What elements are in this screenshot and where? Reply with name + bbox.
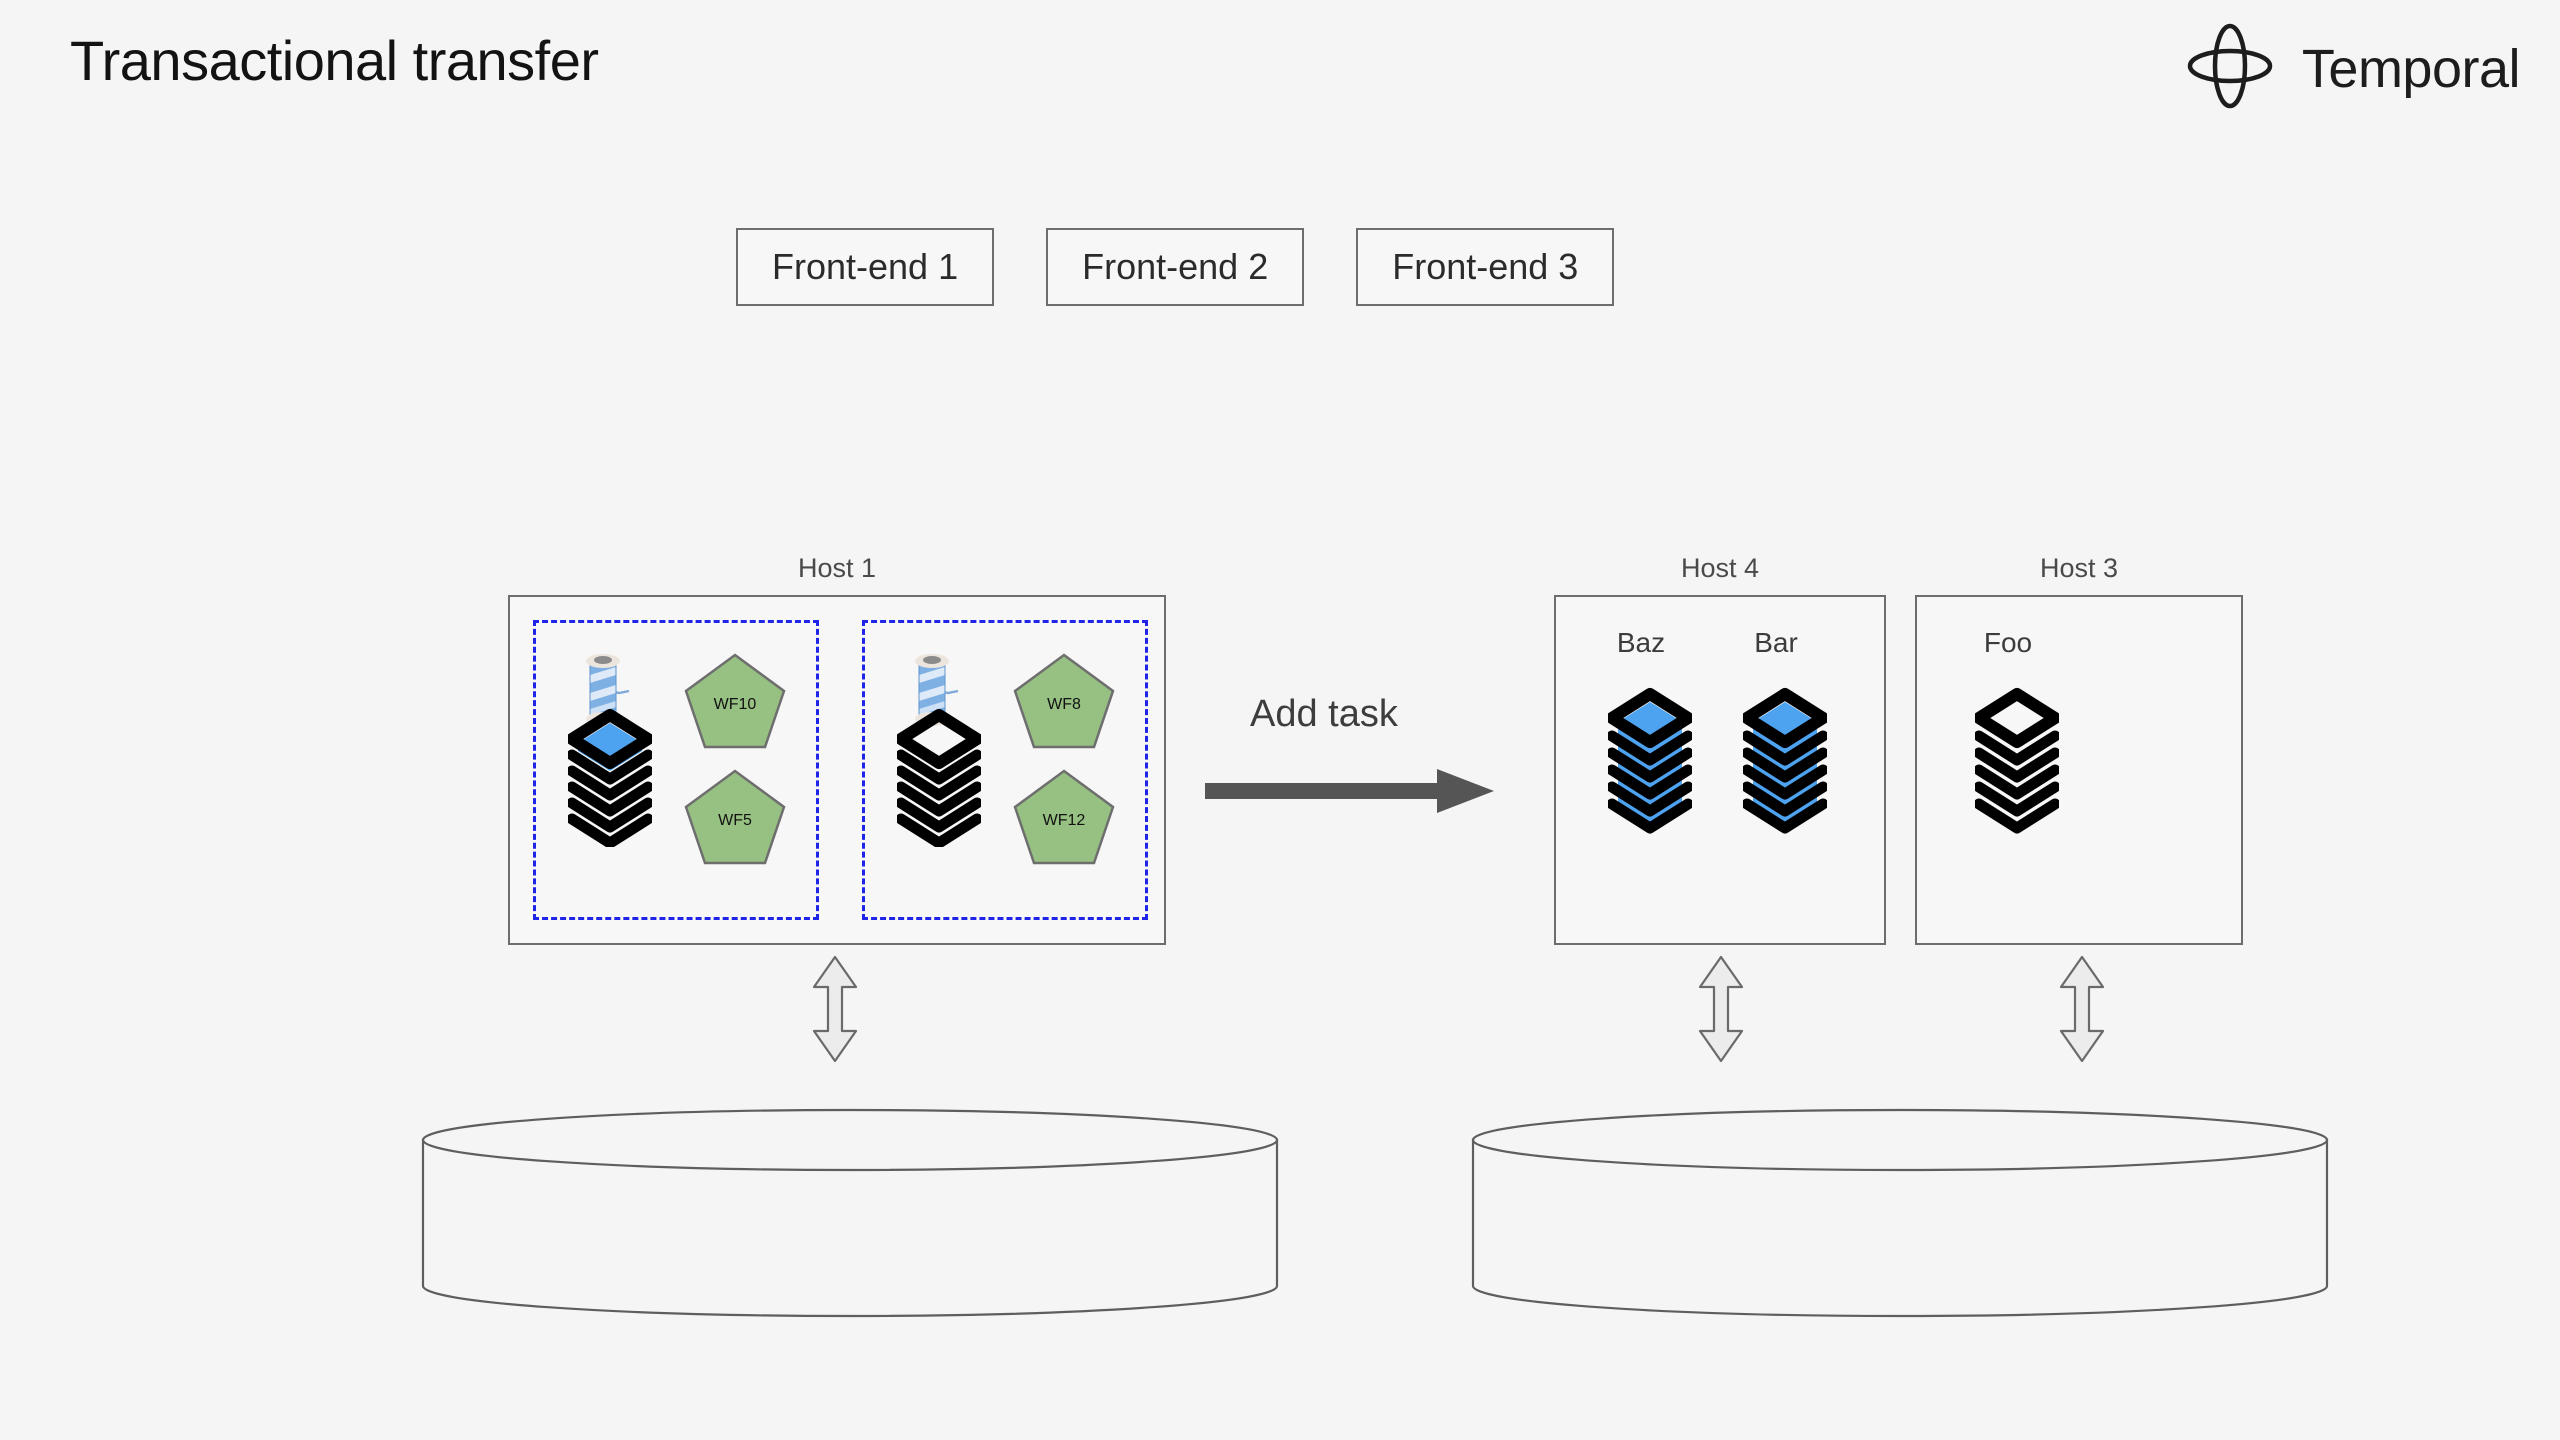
task-stack-icon (1741, 686, 1829, 841)
queue-label-baz: Baz (1616, 627, 1666, 658)
frontend-label-2: Front-end 2 (1082, 246, 1269, 287)
host-box-3 (1915, 595, 2243, 945)
workflow-pentagon (1012, 652, 1116, 750)
right-arrow-icon (1205, 765, 1495, 822)
frontend-box-1[interactable]: Front-end 1 (736, 228, 995, 306)
brand-logo: Temporal (2180, 16, 2521, 121)
task-stack-icon (566, 707, 654, 852)
frontend-label-3: Front-end 3 (1392, 246, 1579, 287)
queue-label-bar: Bar (1754, 627, 1798, 658)
host-label-1: Host 1 (797, 553, 877, 583)
page-title: Transactional transfer (70, 29, 599, 92)
thread-spool-icon (577, 645, 641, 741)
queue-label-foo: Foo (1983, 627, 2033, 658)
task-stack-icon (1606, 686, 1694, 841)
double-headed-vertical-arrow-icon (2058, 955, 2106, 1063)
host-label-3: Host 3 (2039, 553, 2119, 583)
host1-group-2 (862, 620, 1148, 920)
frontend-box-3[interactable]: Front-end 3 (1356, 228, 1615, 306)
database-cylinder-icon (420, 1108, 1280, 1323)
frontend-label-1: Front-end 1 (772, 246, 959, 287)
add-task-label: Add task (1250, 693, 1398, 735)
temporal-star-icon (2180, 16, 2280, 121)
database-cylinder-icon (1470, 1108, 2330, 1323)
double-headed-vertical-arrow-icon (811, 955, 859, 1063)
task-stack-icon (1973, 686, 2061, 841)
brand-name: Temporal (2301, 38, 2521, 99)
frontend-box-2[interactable]: Front-end 2 (1046, 228, 1305, 306)
workflow-pentagon (683, 768, 787, 866)
task-stack-icon (895, 707, 983, 852)
double-headed-vertical-arrow-icon (1697, 955, 1745, 1063)
workflow-pentagon (683, 652, 787, 750)
host1-group-1 (533, 620, 819, 920)
host-label-4: Host 4 (1680, 553, 1760, 583)
workflow-pentagon (1012, 768, 1116, 866)
frontend-row: Front-end 1 Front-end 2 Front-end 3 (736, 228, 1615, 306)
